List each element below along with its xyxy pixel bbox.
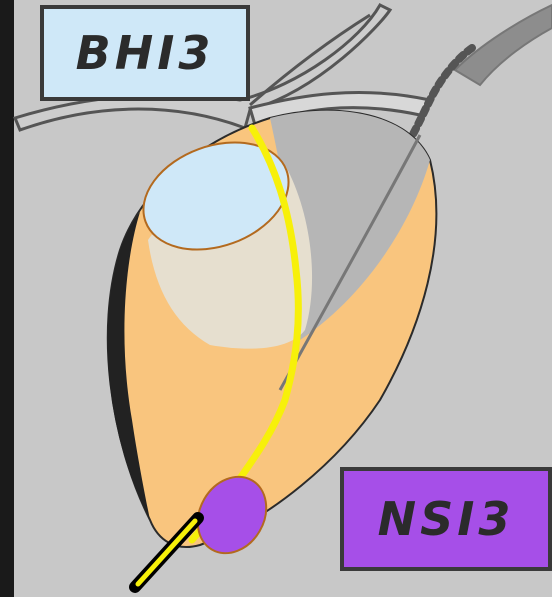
- label-bhi3: BHI3: [40, 5, 250, 101]
- label-nsi3: NSI3: [340, 467, 552, 571]
